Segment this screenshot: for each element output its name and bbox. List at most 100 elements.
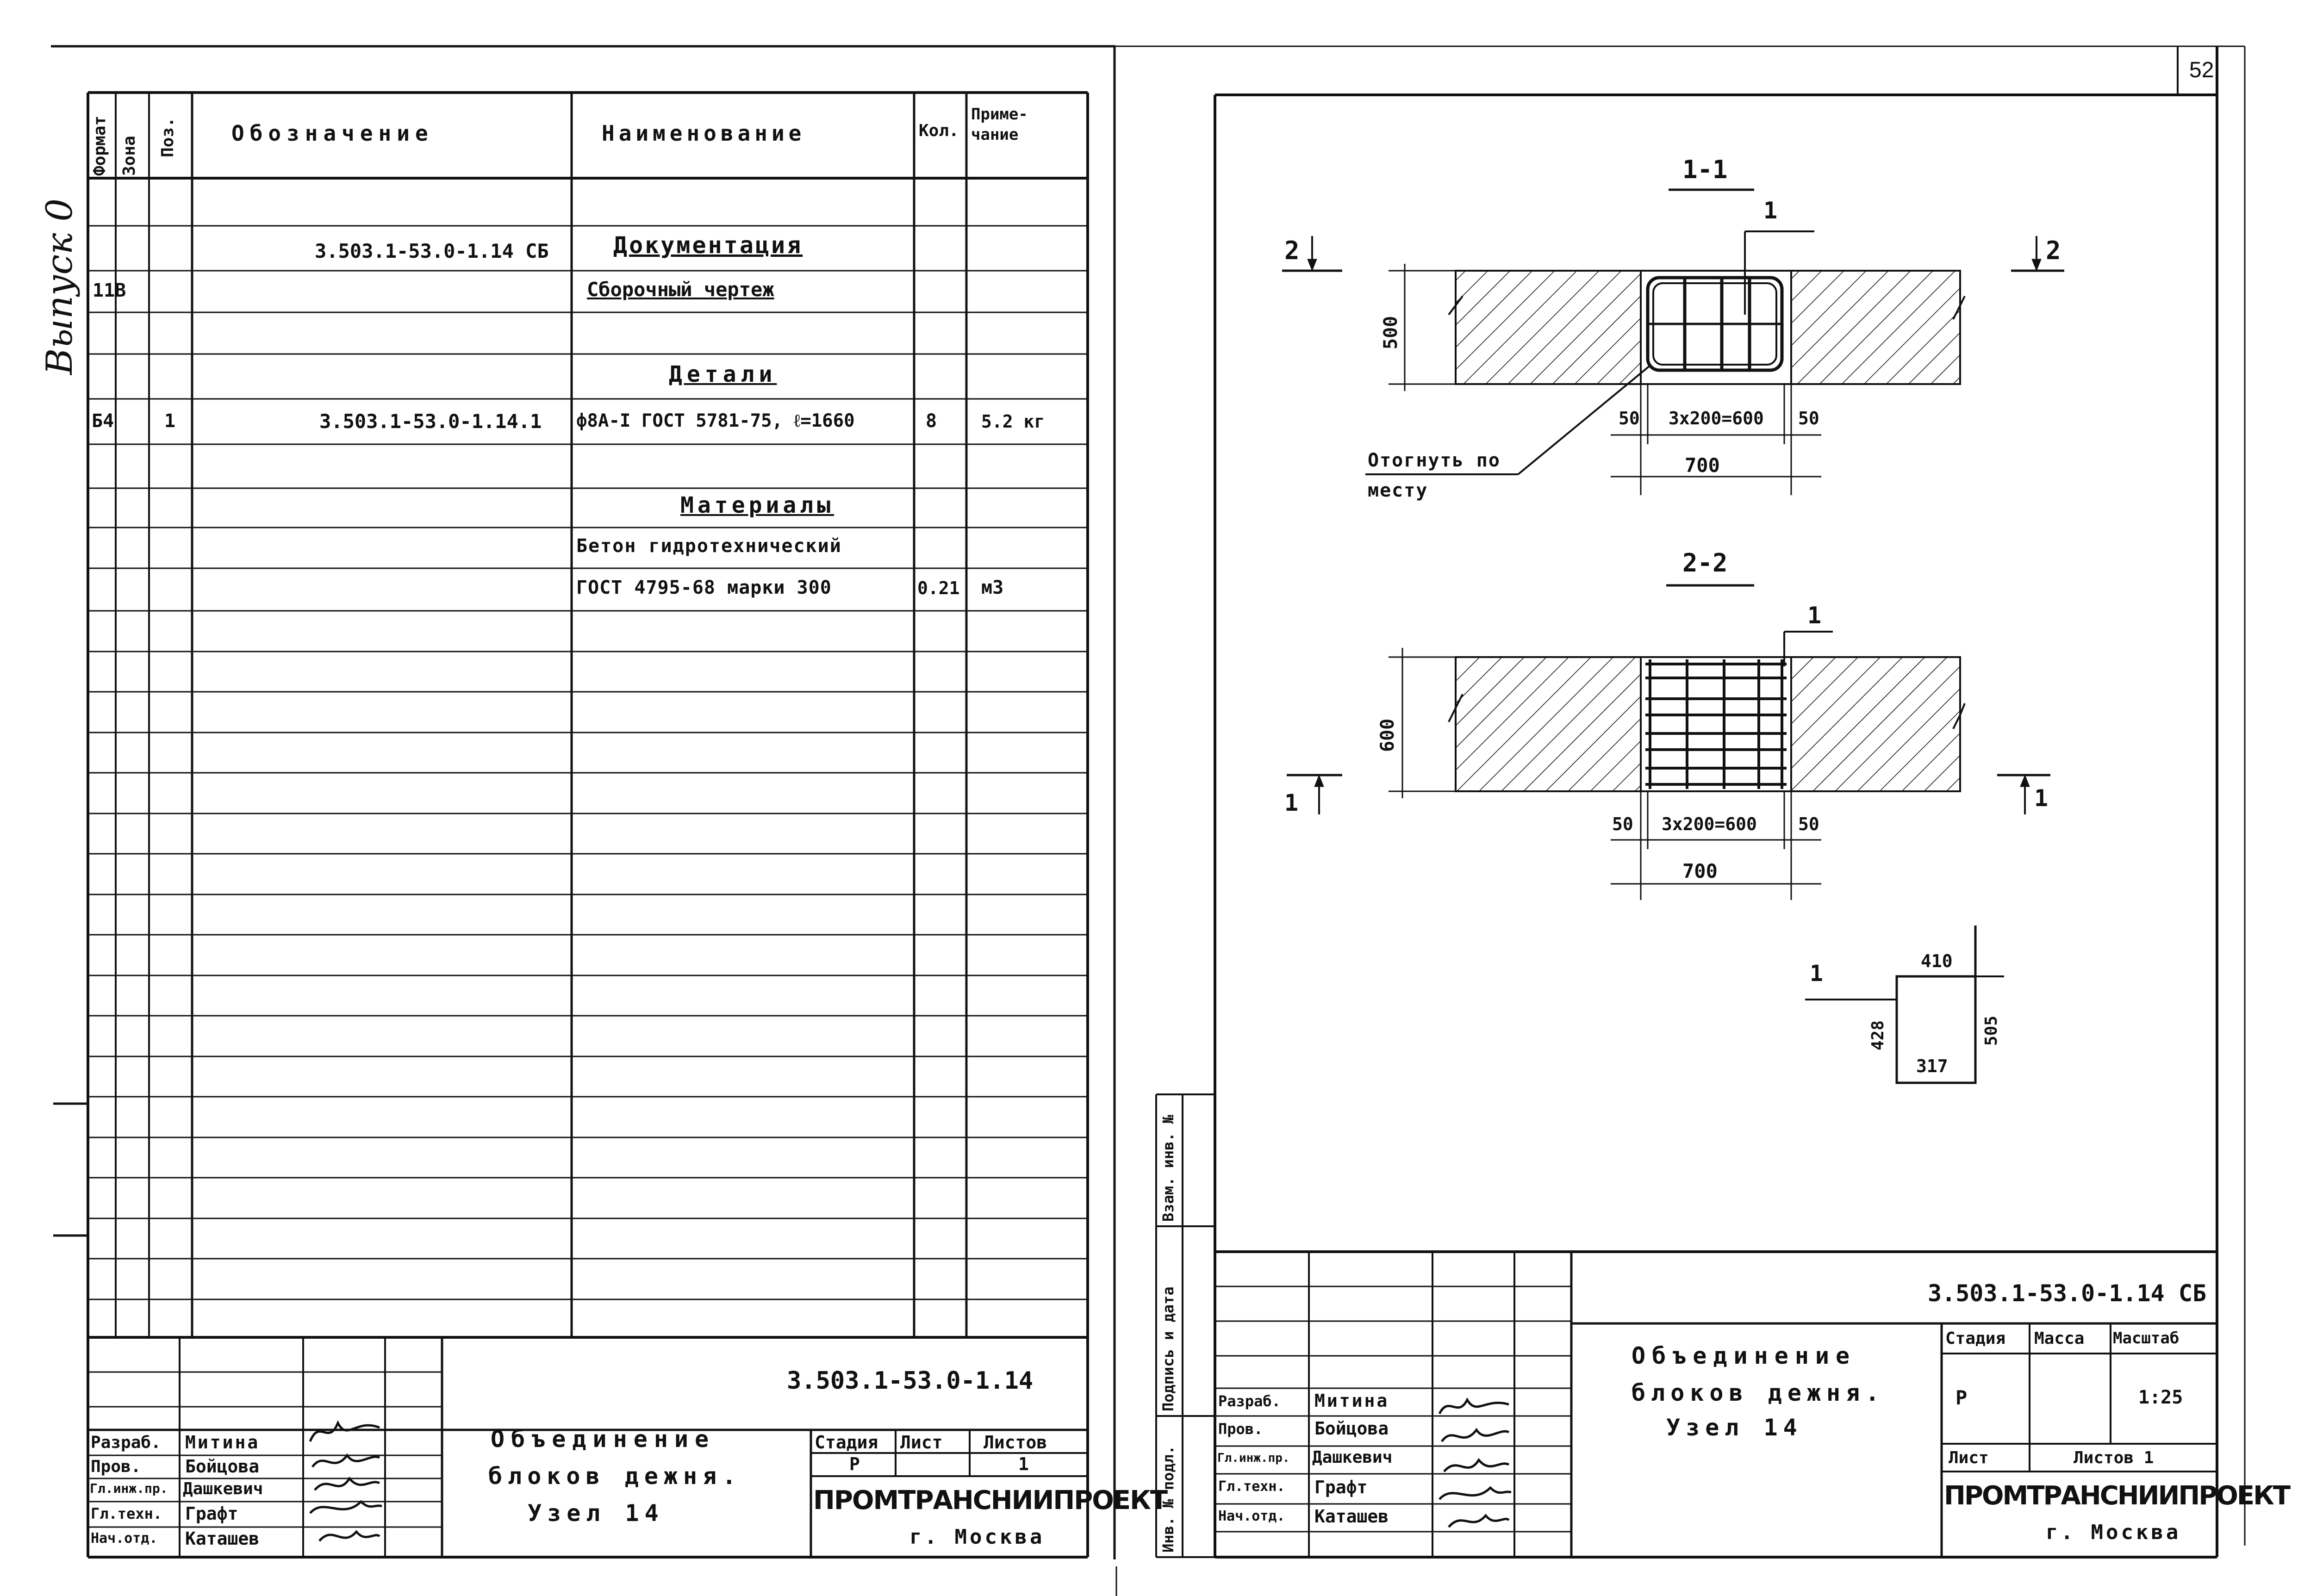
stage-label-r: Стадия [1945,1329,2006,1348]
detail-dim-right: 505 [1982,1015,2001,1046]
right-sheet-frame [1155,46,2246,1559]
section-1-1-title: 1-1 [1682,155,1728,184]
stage-label: Стадия [815,1432,878,1453]
page-number: 52 [2189,58,2214,82]
role-chief-tech: Гл.техн. [91,1505,162,1522]
detail-dim-left: 428 [1868,1020,1887,1050]
header-note: Приме-чание [971,105,1028,144]
margin-inv-no: Инв. № подл. [1159,1445,1177,1553]
header-name: Наименование [602,121,806,146]
dim-50-right: 50 [1798,408,1819,428]
section-1-1-drawing [1282,188,2064,495]
cut-1-right: 1 [2034,785,2049,812]
row-pos: 1 [164,410,176,432]
right-title-block-lines [1215,1250,2217,1557]
name-dept-head-r: Каташев [1314,1506,1389,1527]
leader-1-label: 1 [1763,197,1778,224]
header-zone: Зона [120,136,139,176]
name-developer-r: Митина [1314,1391,1389,1411]
note-bend-line1: Отогнуть по [1368,450,1501,471]
doc-title-line3-r: Узел 14 [1666,1414,1803,1441]
margin-replaced-inv: Взам. инв. № [1159,1114,1177,1222]
margin-sign-date: Подпись и дата [1159,1286,1177,1411]
cut-2-left: 2 [1284,236,1300,265]
role-developer: Разраб. [91,1433,161,1452]
name-checker-r: Бойцова [1314,1418,1389,1439]
mass-label-r: Масса [2034,1329,2085,1348]
left-title-block-lines [87,1337,1088,1557]
name-dept-head: Каташев [185,1528,260,1549]
name-chief-tech-r: Графт [1314,1477,1368,1497]
detail-label: 1 [1810,961,1823,987]
header-format: Формат [90,115,109,176]
dim-total-700: 700 [1685,454,1720,477]
role-dept-head-r: Нач.отд. [1218,1508,1285,1524]
sheets-label: Листов [984,1432,1047,1453]
header-designation: Обозначение [231,121,434,146]
doc-title-line3: Узел 14 [528,1500,664,1527]
section-2-2-drawing [1287,584,2050,900]
role-checker-r: Пров. [1218,1420,1263,1438]
name-chief-tech: Графт [185,1503,238,1524]
stage-value: Р [849,1454,860,1474]
org-name: ПРОМТРАНСНИИПРОЕКТ [813,1485,1168,1515]
dim-50-right-2: 50 [1798,814,1819,834]
stage-value-r: Р [1955,1386,1968,1409]
row-designation: 3.503.1-53.0-1.14 СБ [315,240,549,262]
signatures [309,1420,382,1542]
detail-bar-shape [1805,925,2004,1084]
role-chief-engineer: Гл.инж.пр. [90,1481,168,1496]
row-note: 5.2 кг [981,411,1045,432]
dim-3x200-2: 3х200=600 [1662,814,1757,834]
row-qty: 8 [926,410,937,432]
row-note: м3 [981,577,1004,598]
row-format: Б4 [92,410,114,432]
header-qty: Кол. [919,121,959,140]
note-bend-line2: месту [1368,480,1428,501]
section-2-2-title: 2-2 [1682,548,1728,578]
dim-50-left: 50 [1619,408,1640,428]
cut-2-right: 2 [2046,236,2061,265]
scale-label-r: Масштаб [2113,1329,2180,1348]
org-city: г. Москва [909,1525,1045,1549]
sheet-label: Лист [900,1432,943,1453]
detail-dim-top: 410 [1921,951,1953,971]
leader-1-label-2: 1 [1807,602,1822,629]
role-chief-engineer-r: Гл.инж.пр. [1217,1451,1290,1465]
dim-height-500: 500 [1380,316,1401,349]
dim-50-left-2: 50 [1612,814,1633,834]
cut-1-left: 1 [1284,789,1299,816]
row-name: Материалы [680,492,835,518]
detail-dim-bottom: 317 [1916,1056,1948,1076]
issue-label: Выпуск 0 [39,198,81,375]
row-designation: 3.503.1-53.0-1.14.1 [319,410,542,433]
signatures-r [1438,1397,1512,1528]
doc-code: 3.503.1-53.0-1.14 [787,1367,1034,1395]
doc-code-sb: 3.503.1-53.0-1.14 СБ [1928,1280,2207,1307]
row-name: Сборочный чертеж [587,278,774,301]
row-name: Детали [669,361,777,387]
org-city-r: г. Москва [2046,1521,2181,1544]
row-name: ГОСТ 4795-68 марки 300 [576,577,832,598]
role-checker: Пров. [91,1457,141,1476]
role-developer-r: Разраб. [1218,1392,1281,1410]
sheets-value: 1 [1018,1454,1029,1474]
name-checker: Бойцова [185,1456,260,1477]
dim-height-600: 600 [1377,718,1398,752]
row-qty: 0.21 [917,578,960,598]
header-pos: Поз. [158,117,177,157]
name-chief-engineer-r: Дашкевич [1312,1448,1393,1467]
sheet-label-r: Лист [1949,1448,1989,1467]
doc-title-line1: Объединение [491,1426,716,1453]
dim-3x200: 3х200=600 [1669,408,1764,428]
scale-value-r: 1:25 [2138,1387,2183,1408]
doc-title-line1-r: Объединение [1632,1342,1856,1369]
sheets-text-r: Листов 1 [2074,1448,2154,1467]
row-name: Документация [613,232,803,259]
name-developer: Митина [185,1432,260,1453]
role-dept-head: Нач.отд. [91,1530,158,1546]
org-name-r: ПРОМТРАНСНИИПРОЕКТ [1944,1481,2291,1511]
left-spec-table-lines [53,91,1089,1559]
